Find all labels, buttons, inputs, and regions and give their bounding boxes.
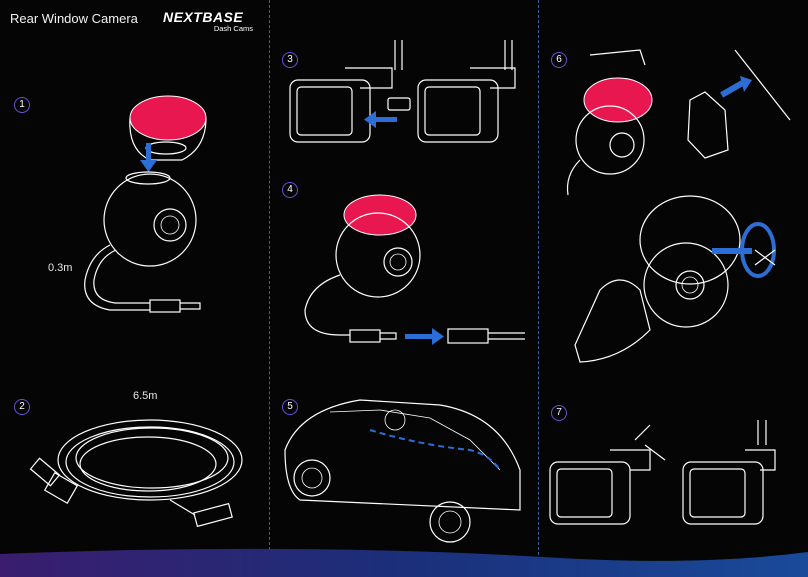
step6-attach-illustration [566,49,791,363]
step-2-marker: 2 [14,399,30,415]
step3-dashcam-illustration [289,40,516,143]
footer-wave [0,548,808,577]
step-5-marker: 5 [282,399,298,415]
step-4-marker: 4 [282,182,298,198]
step-3-marker: 3 [282,52,298,68]
step-1-marker: 1 [14,97,30,113]
brand-subtitle: Dash Cams [213,24,253,33]
step1-camera-illustration [84,95,207,313]
column-divider-right [538,0,539,560]
step5-car-illustration [284,399,521,543]
short-cable-length-label: 0.3m [48,262,73,274]
column-divider-left [269,0,270,560]
step4-camera-extension [304,194,525,345]
brand-logo-text: NEXTBASE [163,9,244,25]
step2-cable-coil [29,419,243,528]
brand-logo: NEXTBASE Dash Cams [163,9,255,33]
step7-dashcam-illustration [549,420,776,525]
step-6-marker: 6 [551,52,567,68]
long-cable-length-label: 6.5m [133,390,158,402]
step-7-marker: 7 [551,405,567,421]
document-title: Rear Window Camera [10,11,138,26]
